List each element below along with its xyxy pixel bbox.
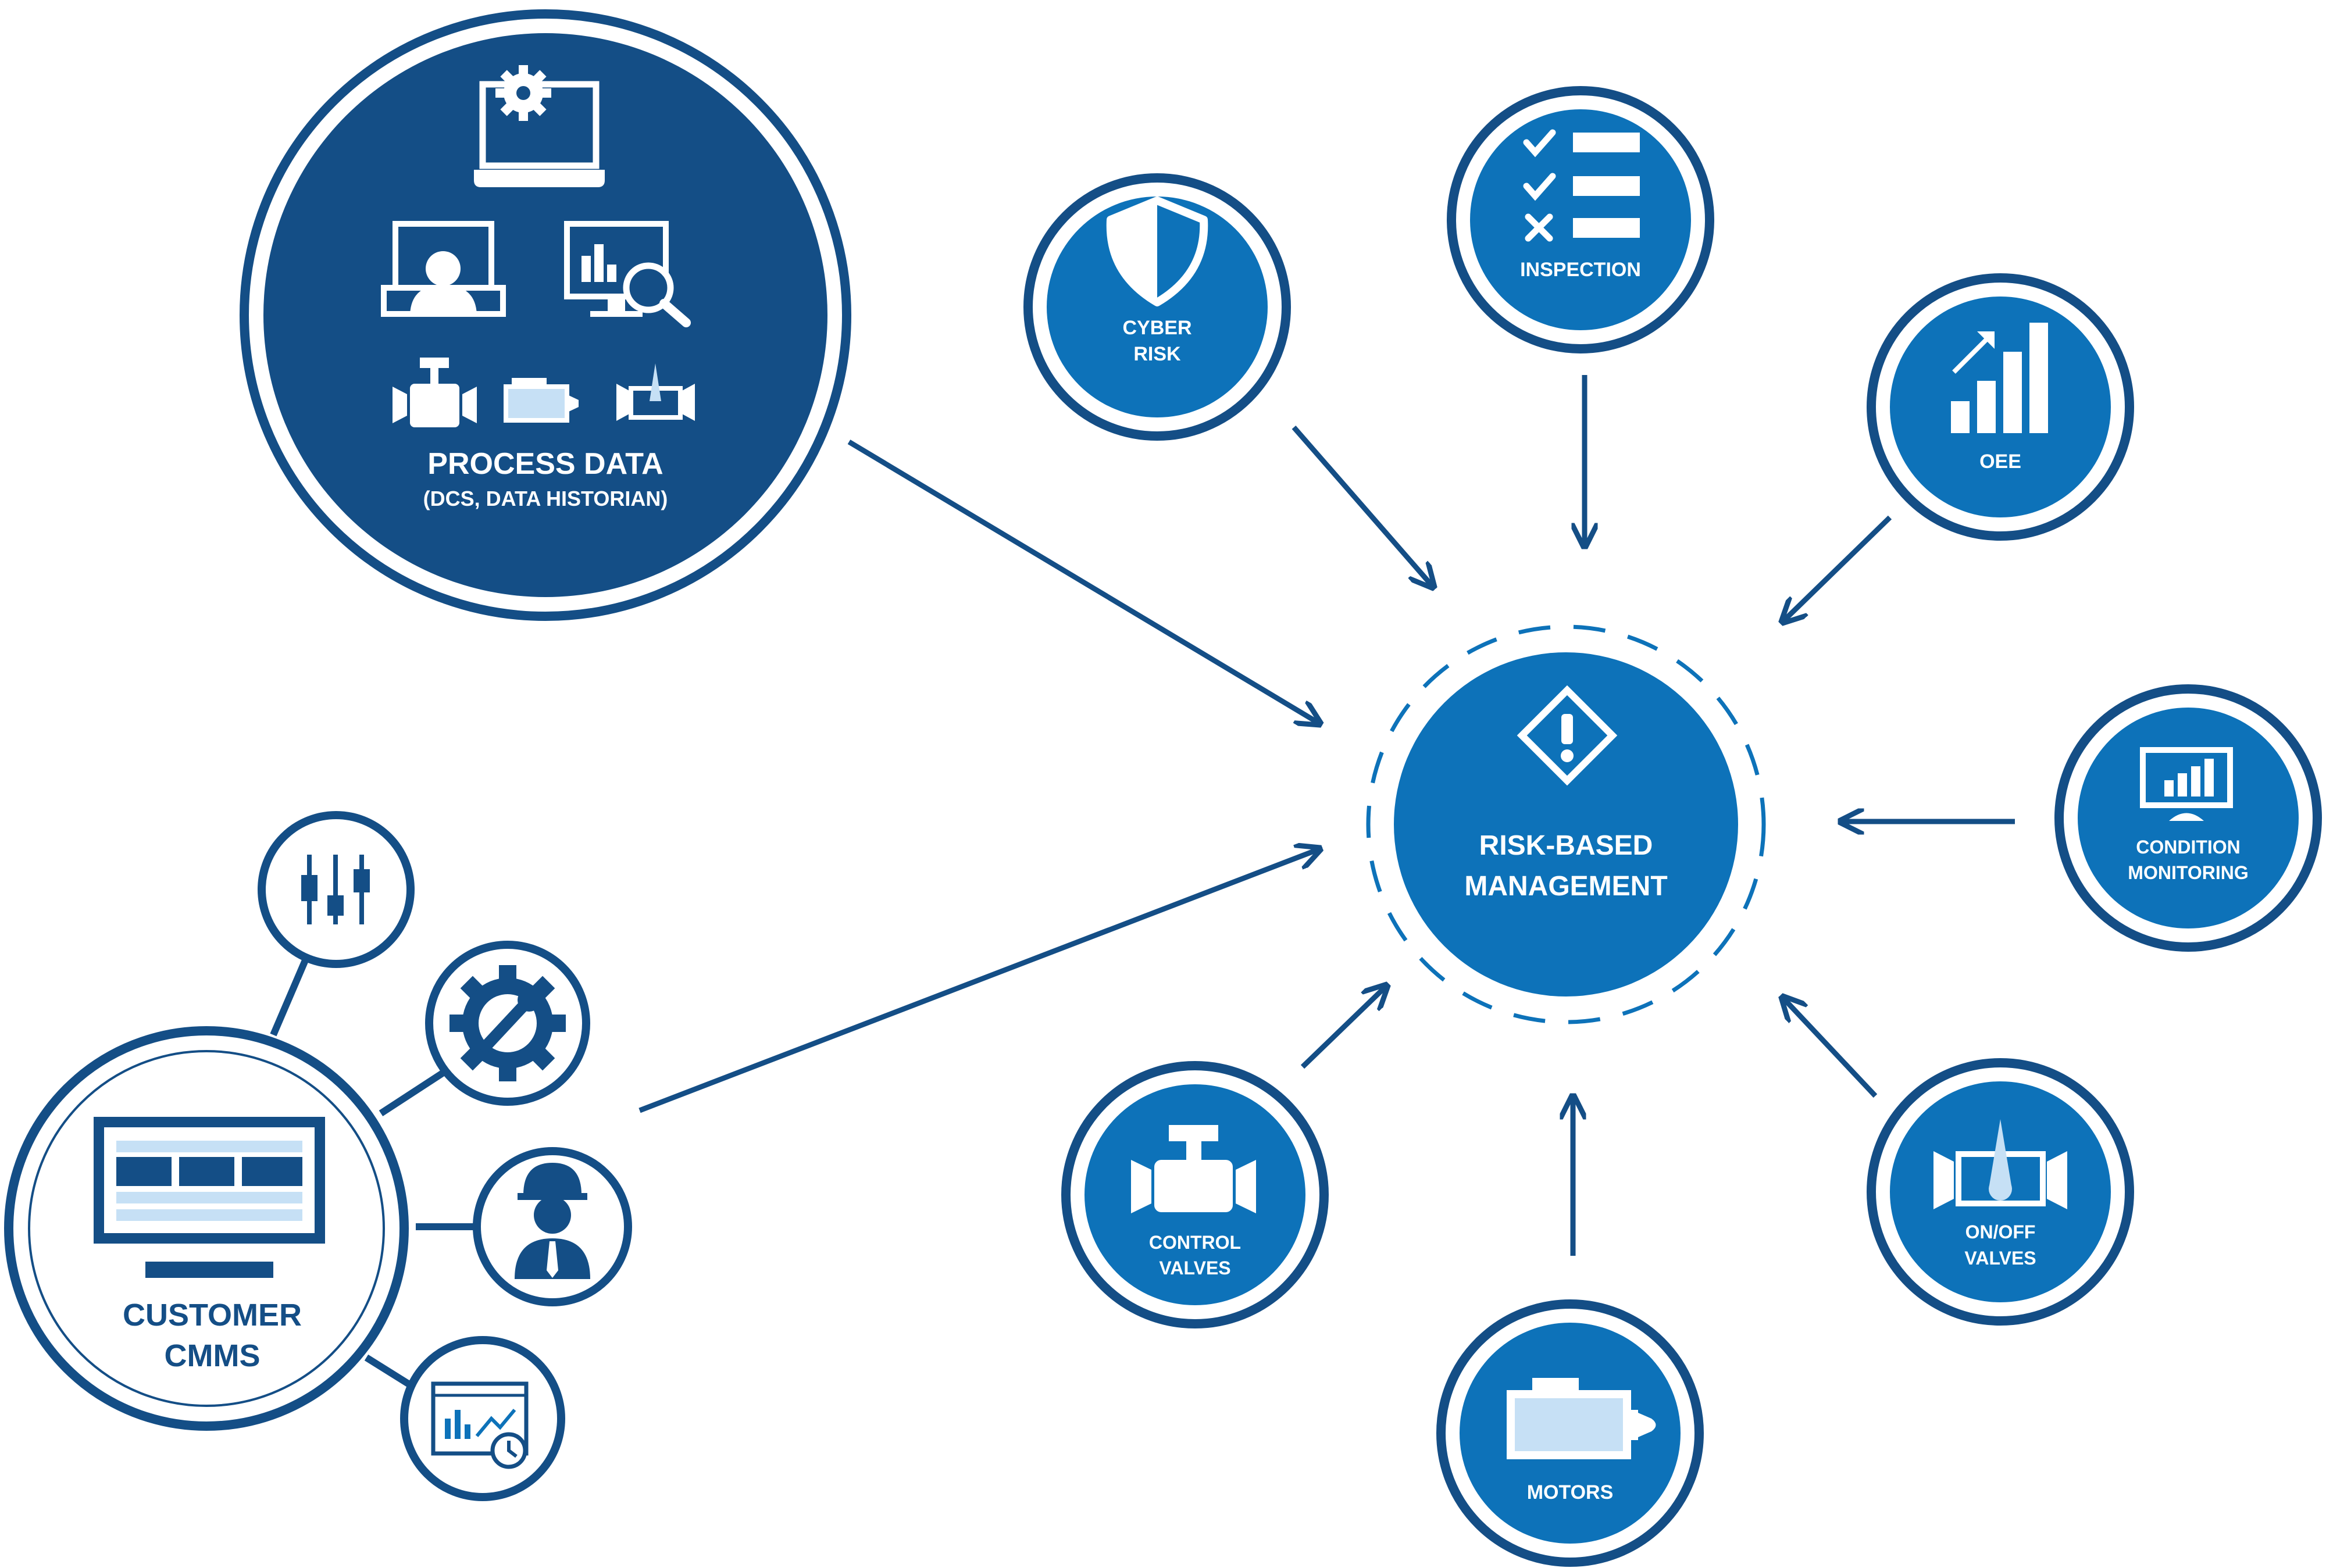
control-valve-icon xyxy=(1131,1125,1256,1213)
motors-label: MOTORS xyxy=(1527,1481,1614,1503)
condition-monitoring-node: CONDITION MONITORING xyxy=(2054,684,2322,952)
arrows xyxy=(638,375,2015,1256)
control-valves-node: CONTROL VALVES xyxy=(1061,1061,1329,1328)
motor-icon xyxy=(504,378,579,423)
shield-icon xyxy=(1106,197,1208,306)
technician-node xyxy=(473,1147,632,1306)
arrow-control xyxy=(1300,985,1387,1069)
customer-cmms-cluster: CUSTOMER CMMS xyxy=(4,811,632,1501)
monitor-chart-icon xyxy=(2140,747,2233,821)
report-clock-node xyxy=(400,1336,565,1501)
warning-diamond-icon xyxy=(1517,685,1618,786)
sliders-node xyxy=(258,811,415,968)
report-clock-icon xyxy=(431,1381,529,1469)
analytics-search-icon xyxy=(564,221,691,327)
operator-monitor-icon xyxy=(381,221,506,317)
process-data-subtitle: (DCS, DATA HISTORIAN) xyxy=(423,487,668,510)
control-label-line2: VALVES xyxy=(1159,1258,1230,1278)
cmms-label-line2: CMMS xyxy=(165,1338,261,1373)
sliders-icon xyxy=(301,855,370,924)
onoff-label-line1: ON/OFF xyxy=(1965,1221,2036,1242)
oee-node: OEE xyxy=(1867,273,2134,541)
cyber-risk-label-line2: RISK xyxy=(1133,343,1181,365)
motors-node: MOTORS xyxy=(1436,1299,1704,1567)
arrow-cyber-risk xyxy=(1292,426,1433,587)
inspection-node: INSPECTION xyxy=(1447,86,1714,353)
center-label-line1: RISK-BASED xyxy=(1479,830,1653,861)
onoff-valve-icon xyxy=(616,363,695,421)
control-valve-icon xyxy=(393,358,477,427)
oee-label: OEE xyxy=(1979,451,2021,473)
arrow-cmms xyxy=(638,849,1320,1113)
arrow-onoff xyxy=(1782,997,1878,1098)
onoff-valves-node: ON/OFF VALVES xyxy=(1867,1058,2134,1326)
checklist-icon xyxy=(1523,129,1556,242)
arrow-process-data xyxy=(847,440,1320,724)
risk-based-management-node: RISK-BASED MANAGEMENT xyxy=(1366,624,1766,1024)
growth-bars-icon xyxy=(1951,323,2048,433)
gear-wrench-icon xyxy=(449,965,566,1081)
cyber-risk-node: CYBER RISK xyxy=(1023,173,1291,441)
process-data-title: PROCESS DATA xyxy=(427,447,663,481)
condition-label-line1: CONDITION xyxy=(2136,837,2241,858)
onoff-valve-icon xyxy=(1933,1119,2067,1209)
monitor-table-icon xyxy=(94,1117,325,1278)
motor-icon xyxy=(1507,1378,1656,1459)
arrow-oee xyxy=(1782,515,1892,622)
cmms-label-line1: CUSTOMER xyxy=(123,1298,302,1333)
inspection-label: INSPECTION xyxy=(1520,259,1641,281)
technician-icon xyxy=(515,1163,590,1279)
condition-label-line2: MONITORING xyxy=(2128,862,2248,883)
laptop-gear-icon xyxy=(474,65,605,187)
onoff-label-line2: VALVES xyxy=(1964,1248,2036,1269)
control-label-line1: CONTROL xyxy=(1149,1232,1241,1253)
process-data-node: PROCESS DATA (DCS, DATA HISTORIAN) xyxy=(240,9,851,621)
cyber-risk-label-line1: CYBER xyxy=(1122,317,1191,339)
gear-wrench-node xyxy=(425,941,590,1106)
center-label-line2: MANAGEMENT xyxy=(1464,871,1667,902)
